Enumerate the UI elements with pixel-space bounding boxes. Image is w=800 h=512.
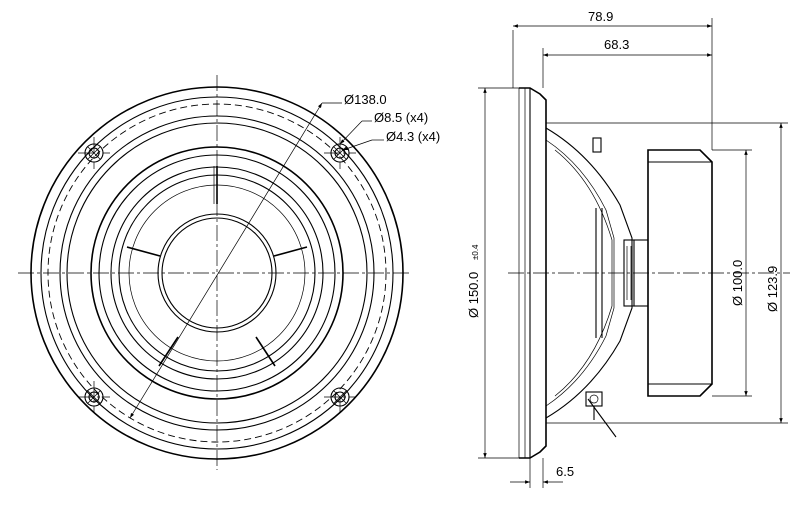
dimension-outer-magnet-diameter: Ø 123.9 [765, 266, 780, 312]
basket-inner-outline [545, 139, 615, 407]
dimension-hole-small: Ø4.3 (x4) [386, 129, 440, 144]
dimension-diameter-138: Ø138.0 [344, 92, 387, 107]
diameter-leader-138 [129, 102, 323, 419]
dimension-hole-large: Ø8.5 (x4) [374, 110, 428, 125]
side-view: 78.9 68.3 6.5 Ø 150.0 ±0.4 Ø 100.0 Ø 1 [466, 9, 790, 488]
hole-large-leader [339, 120, 363, 145]
dimension-123-9-value: Ø 123.9 [765, 266, 780, 312]
terminal-connector [585, 391, 617, 438]
dimension-150-value: Ø 150.0 [466, 272, 481, 318]
dimension-flange-thickness: 6.5 [556, 464, 574, 479]
hole-small-leader [342, 139, 373, 151]
dimension-magnet-diameter: Ø 100.0 [730, 260, 745, 306]
dimension-100-value: Ø 100.0 [730, 260, 745, 306]
front-flange [519, 87, 547, 459]
dimension-depth-magnet: 68.3 [604, 37, 629, 52]
dimension-frame-diameter: Ø 150.0 ±0.4 [466, 244, 481, 318]
front-view: Ø138.0 Ø8.5 (x4) Ø4.3 (x4) [18, 75, 440, 470]
terminal-top [592, 137, 602, 153]
hole-center-marks [78, 137, 356, 413]
frame-outer-ring [30, 86, 404, 460]
dimension-depth-total: 78.9 [588, 9, 613, 24]
frame-flange-ring [40, 96, 394, 450]
basket-outline [545, 127, 633, 419]
basket-strut [554, 149, 613, 397]
dimension-150-tolerance: ±0.4 [471, 244, 480, 260]
pole-piece [623, 239, 635, 307]
